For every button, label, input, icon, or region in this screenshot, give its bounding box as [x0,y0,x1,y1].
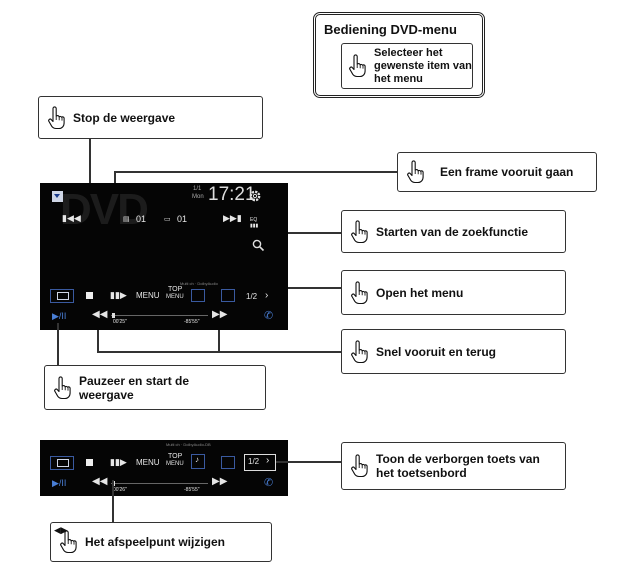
remaining-time: -85'55" [184,319,200,325]
remaining-time: -85'55" [184,487,200,493]
music-note-icon: ♪ [195,455,199,464]
seek-bar[interactable] [111,483,208,484]
callout-seek-text: Het afspeelpunt wijzigen [85,535,226,549]
callout-hidden: Toon de verborgen toets van het toetsenb… [341,442,566,490]
chapter-icon: ▭ [164,216,171,223]
frame-advance-icon[interactable]: ▮▮▶ [110,290,127,300]
callout-fast: Snel vooruit en terug [341,329,566,374]
top-menu-button-bottom[interactable]: MENU [166,461,184,467]
fast-forward-icon[interactable]: ▶▶ [212,476,228,487]
stop-icon[interactable] [86,292,93,299]
callout-hidden-text: Toon de verborgen toets van het toetsenb… [376,452,540,480]
player-screen-main: DVD 1/1 Mon 17:21 ▮◀◀ ▶▶▮ ▤ 01 ▭ 01 EQ ▮… [40,183,288,330]
audio-info: Multi ch · DolbyAudio [180,281,218,286]
chevron-right-icon[interactable]: › [265,290,269,301]
fast-forward-icon[interactable]: ▶▶ [212,309,228,320]
drag-arrows-icon: ◀▶ [54,525,68,535]
day-number: 1/1 [193,186,202,192]
eq-bars-icon: ▮▮▮ [250,223,259,229]
hand-pointer-icon [350,340,370,364]
seek-handle[interactable] [112,481,115,486]
seek-handle[interactable] [112,313,115,318]
next-icon[interactable]: ▶▶▮ [223,213,242,223]
callout-frame-text: Een frame vooruit gaan [440,165,574,179]
eq-label: EQ [250,217,258,223]
top-menu-button-top[interactable]: TOP [168,286,183,293]
play-pause-icon[interactable]: ▶/II [52,478,67,488]
title-number: 01 [136,214,147,224]
dvd-watermark: DVD [60,185,149,234]
dvd-menu-inner-text: Selecteer het gewenste item van het menu [374,46,472,85]
subtitle-button[interactable] [221,289,235,302]
menu-button[interactable]: MENU [136,291,160,300]
elapsed-time: 00'25" [113,319,127,325]
callout-menu: Open het menu [341,270,566,315]
chapter-number: 01 [177,214,188,224]
chevron-down-icon [54,194,60,198]
rewind-icon[interactable]: ◀◀ [92,476,108,487]
search-icon[interactable] [252,239,265,252]
callout-menu-text: Open het menu [376,285,464,300]
callout-stop: Stop de weergave [38,96,263,139]
hand-pointer-icon [406,160,426,184]
title-icon: ▤ [123,216,130,223]
hand-pointer-icon [47,106,67,130]
callout-frame: Een frame vooruit gaan [397,152,597,192]
hand-pointer-icon [350,454,370,478]
previous-icon[interactable]: ▮◀◀ [62,213,81,223]
stop-icon[interactable] [86,459,93,466]
phone-icon[interactable]: ✆ [264,477,274,489]
top-menu-button-top[interactable]: TOP [168,453,183,460]
subtitle-button[interactable] [221,456,235,469]
hand-pointer-icon [350,281,370,305]
audio-info: Multi ch · DolbyAudio-DB [166,442,211,447]
seek-bar[interactable] [111,315,208,316]
menu-button[interactable]: MENU [136,458,160,467]
page-indicator: 1/2 [248,457,260,466]
callout-search: Starten van de zoekfunctie [341,210,566,253]
play-pause-icon[interactable]: ▶/II [52,311,67,321]
callout-search-text: Starten van de zoekfunctie [376,224,529,239]
dvd-menu-title: Bediening DVD-menu [324,22,457,37]
phone-icon[interactable]: ✆ [264,310,274,322]
callout-pause: Pauzeer en start de weergave [44,365,266,410]
dvd-menu-inner: Selecteer het gewenste item van het menu [341,43,473,89]
top-menu-button-bottom[interactable]: MENU [166,294,184,300]
day-name: Mon [192,194,204,200]
screen-mode-button[interactable] [50,289,74,303]
callout-fast-text: Snel vooruit en terug [376,344,497,359]
page-indicator[interactable]: 1/2 [246,292,258,301]
elapsed-time: 00'26" [113,487,127,493]
audio-button[interactable] [191,289,205,302]
clock-time: 17:21 [208,184,256,205]
screen-mode-button[interactable] [50,456,74,470]
frame-advance-icon[interactable]: ▮▮▶ [110,457,127,467]
rewind-icon[interactable]: ◀◀ [92,309,108,320]
callout-seek: ◀▶ Het afspeelpunt wijzigen [50,522,272,562]
source-button[interactable] [52,191,63,202]
dvd-menu-box: Bediening DVD-menu Selecteer het gewenst… [313,12,485,98]
chevron-right-icon: › [266,455,270,466]
callout-pause-text: Pauzeer en start de weergave [79,373,190,402]
callout-stop-text: Stop de weergave [73,110,176,125]
gear-icon[interactable] [248,189,262,203]
hand-pointer-icon [350,220,370,244]
hand-pointer-icon [348,54,368,78]
hidden-keys-button[interactable]: 1/2 › [244,454,276,471]
player-screen-controls: Multi ch · DolbyAudio-DB ▮▮▶ MENU TOP ME… [40,440,288,496]
hand-pointer-icon [53,376,73,400]
audio-button[interactable]: ♪ [191,454,205,469]
